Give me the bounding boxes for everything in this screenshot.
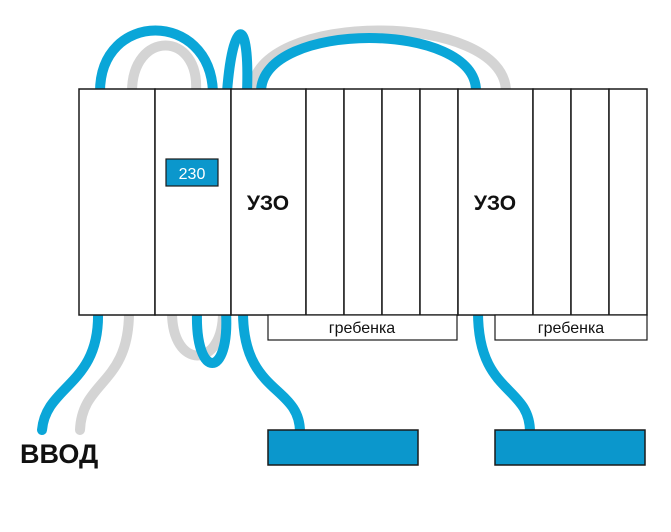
input-label: ВВОД	[20, 439, 98, 469]
breaker-4	[419, 88, 459, 316]
top-gray-wire-left-loop	[127, 40, 202, 97]
bottom-blue-wire-loop	[191, 307, 232, 368]
comb-busbar-left	[267, 314, 458, 341]
breaker-5	[532, 88, 572, 316]
output-bar-left	[267, 429, 419, 466]
bottom-blue-wire-rcd-right	[473, 307, 535, 437]
top-gray-wire-long-arc	[247, 25, 511, 97]
breaker-3	[381, 88, 421, 316]
voltage-badge-label: 230	[179, 166, 206, 183]
input-gray-wire	[75, 307, 134, 435]
module-input-switch	[78, 88, 156, 316]
comb-label-right: гребенка	[538, 320, 605, 337]
comb-busbar-right	[494, 314, 648, 341]
top-blue-wire-arc	[256, 33, 482, 97]
top-blue-wire-left-loop	[95, 25, 218, 97]
rcd-label-left: УЗО	[247, 192, 289, 215]
breaker-1	[305, 88, 345, 316]
rcd-label-right: УЗО	[474, 192, 516, 215]
module-rcd-right	[457, 88, 534, 316]
module-voltage-relay	[154, 88, 232, 316]
breaker-7	[608, 88, 648, 316]
voltage-badge	[165, 158, 219, 187]
breaker-2	[343, 88, 383, 316]
top-blue-wire-twist	[222, 29, 253, 97]
comb-label-left: гребенка	[329, 320, 396, 337]
breaker-6	[570, 88, 610, 316]
bottom-gray-wire-loop	[167, 307, 228, 361]
input-blue-wire	[37, 307, 104, 435]
bottom-blue-wire-rcd-left	[238, 307, 305, 437]
output-bar-right	[494, 429, 646, 466]
